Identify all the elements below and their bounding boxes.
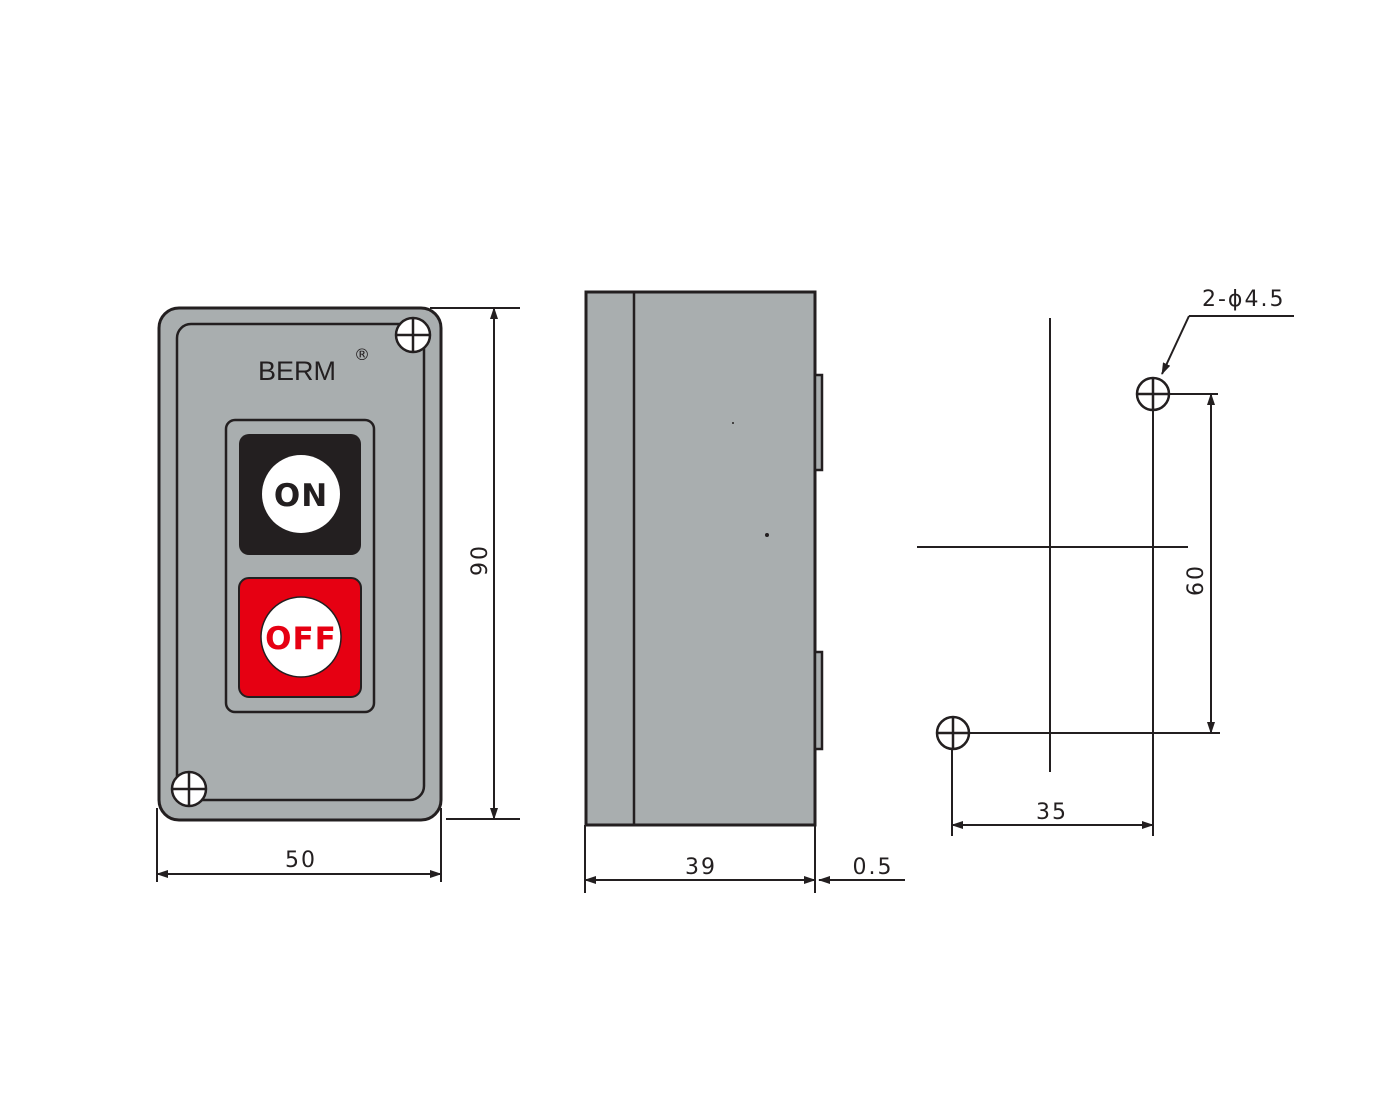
mounting-hole-bottom-icon bbox=[935, 715, 971, 751]
brand-logo: BERM bbox=[258, 356, 336, 386]
vertical-spacing-label: 60 bbox=[1184, 564, 1209, 596]
off-button: OFF bbox=[238, 577, 362, 698]
front-view: BERM ® ON OFF 50 90 bbox=[156, 306, 520, 882]
width-dimension-label: 50 bbox=[285, 848, 317, 873]
off-button-label: OFF bbox=[265, 621, 337, 657]
housing-inner-border bbox=[175, 322, 426, 802]
side-housing bbox=[584, 290, 817, 827]
side-mount-tab-bottom bbox=[813, 650, 824, 751]
side-offset-dimension: 0.5 bbox=[818, 855, 905, 884]
side-depth-dimension: 39 bbox=[584, 825, 816, 893]
offset-dimension-label: 0.5 bbox=[853, 855, 894, 880]
horizontal-spacing-label: 35 bbox=[1036, 800, 1068, 825]
depth-dimension-label: 39 bbox=[685, 855, 717, 880]
on-button: ON bbox=[239, 434, 361, 555]
vertical-spacing-dimension: 60 bbox=[969, 393, 1220, 734]
side-mount-tab-top bbox=[813, 373, 824, 472]
screw-bottom-left-icon bbox=[170, 770, 208, 808]
front-height-dimension: 90 bbox=[430, 307, 520, 820]
on-button-label: ON bbox=[274, 478, 328, 514]
hole-callout-label: 2-ϕ4.5 bbox=[1202, 287, 1285, 312]
side-view: 39 0.5 bbox=[584, 290, 905, 893]
height-dimension-label: 90 bbox=[468, 544, 493, 576]
registered-mark: ® bbox=[354, 345, 370, 364]
screw-top-right-icon bbox=[394, 316, 432, 354]
front-width-dimension: 50 bbox=[156, 808, 442, 882]
hole-callout: 2-ϕ4.5 bbox=[1161, 287, 1294, 375]
horizontal-spacing-dimension: 35 bbox=[951, 410, 1154, 836]
mounting-view: 2-ϕ4.5 60 35 bbox=[917, 287, 1294, 836]
